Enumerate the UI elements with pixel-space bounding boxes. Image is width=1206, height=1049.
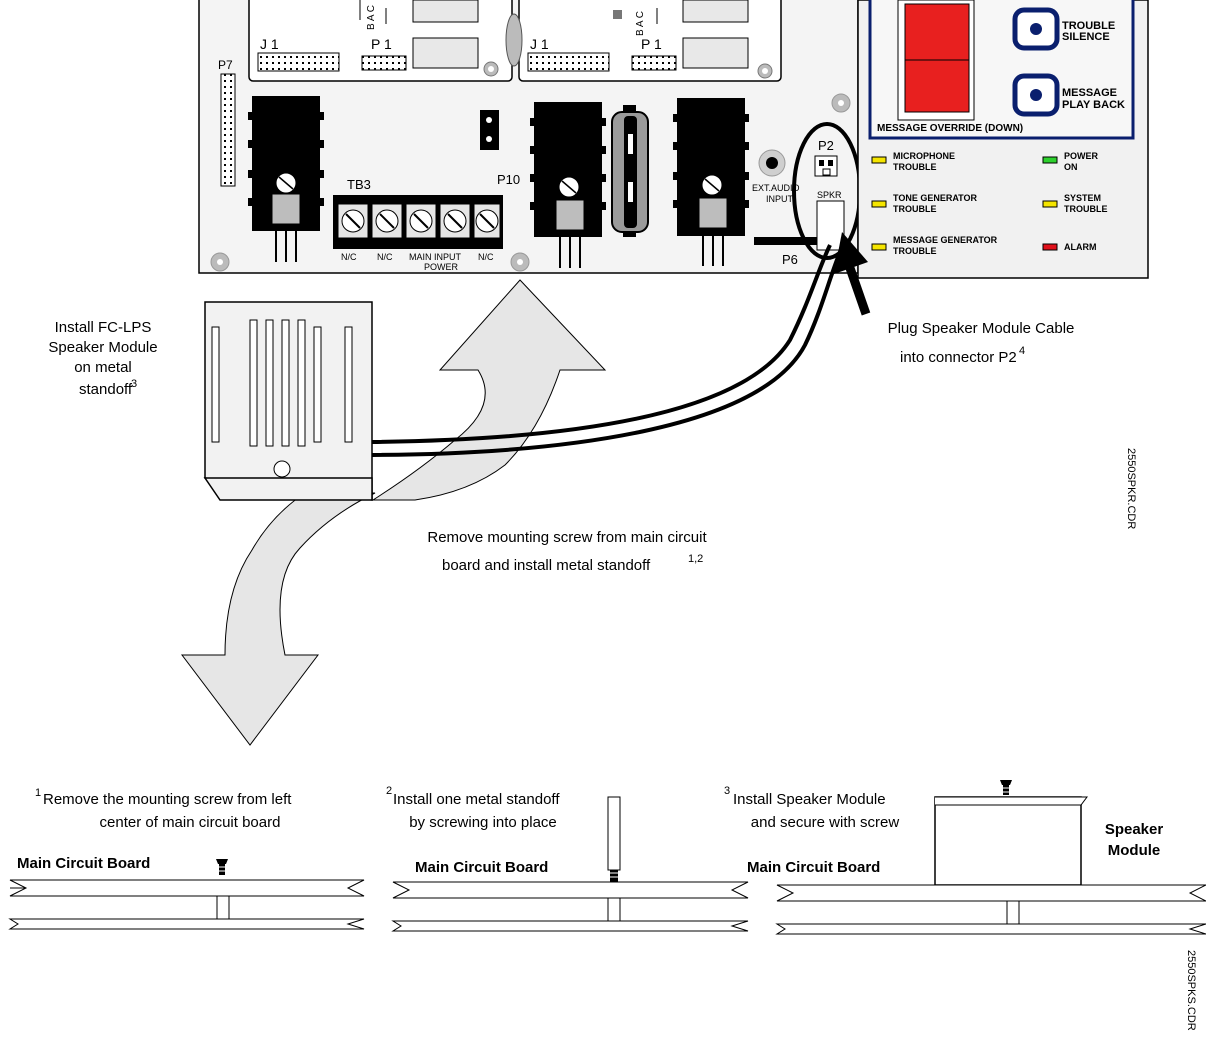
file-label-bottom: 2550SPKS.CDR (1185, 950, 1197, 1031)
install-module-line-1: Install FC-LPS (55, 319, 152, 336)
daughter-board-right: J 1 P 1 (518, 0, 782, 82)
install-module-line-2: Speaker Module (48, 339, 157, 356)
microphone-trouble-label-2: TROUBLE (893, 162, 937, 172)
remove-screw-caption: Remove mounting screw from main circuit … (427, 529, 707, 574)
p7-label: P7 (218, 58, 233, 72)
voltage-regulator-left (248, 96, 324, 262)
ext-audio-label: EXT.AUDIO (752, 183, 800, 193)
install-module-footnote: 3 (131, 378, 137, 390)
j1-left-label: J 1 (260, 36, 279, 52)
plug-cable-line-1: Plug Speaker Module Cable (888, 320, 1075, 337)
install-module-caption: Install FC-LPS Speaker Module on metal s… (48, 319, 157, 398)
tb3-label: TB3 (347, 177, 371, 192)
step-2-number: 2 (386, 785, 392, 797)
tone-generator-label-1: TONE GENERATOR (893, 193, 978, 203)
alarm-label: ALARM (1064, 242, 1097, 252)
speaker-module (203, 301, 373, 501)
p2-plug (816, 200, 845, 251)
step-1-number: 1 (35, 787, 41, 799)
tone-generator-label-2: TROUBLE (893, 204, 937, 214)
trouble-silence-label-1: TROUBLE (1062, 20, 1115, 32)
plug-cable-caption: Plug Speaker Module Cable into connector… (888, 320, 1075, 366)
step-1-board-label: Main Circuit Board (17, 855, 150, 872)
message-override-switch (904, 3, 970, 113)
step-3-line-2: and secure with screw (751, 814, 900, 831)
install-module-line-4: standoff (79, 381, 133, 398)
remove-screw-line-1: Remove mounting screw from main circuit (427, 529, 707, 546)
p10-label: P10 (497, 172, 520, 187)
install-module-line-3: on metal (74, 359, 132, 376)
p6-label: P6 (782, 252, 798, 267)
message-playback-label-1: MESSAGE (1062, 87, 1117, 99)
bac-left-label: B A C (366, 5, 377, 30)
remove-screw-footnote: 1,2 (688, 553, 703, 565)
message-override-label: MESSAGE OVERRIDE (DOWN) (877, 123, 1023, 134)
spkr-label: SPKR (817, 190, 842, 200)
power-on-label-2: ON (1064, 162, 1078, 172)
message-playback-label-2: PLAY BACK (1062, 99, 1125, 111)
system-trouble-label-2: TROUBLE (1064, 204, 1108, 214)
microphone-trouble-label-1: MICROPHONE (893, 151, 955, 161)
remove-screw-line-2: board and install metal standoff (442, 557, 651, 574)
tb3-nc-3: N/C (478, 252, 494, 262)
p7-connector (220, 73, 236, 187)
step-2-line-1: Install one metal standoff (393, 791, 560, 808)
message-generator-label-2: TROUBLE (893, 246, 937, 256)
step-3-module-label-1: Speaker (1105, 821, 1164, 838)
power-on-led (1042, 156, 1058, 164)
power-on-label-1: POWER (1064, 151, 1099, 161)
plug-cable-line-2: into connector P2 (900, 349, 1017, 366)
p2-pointer-arrow (834, 232, 871, 316)
message-generator-trouble-led (871, 243, 887, 251)
voltage-regulator-right (673, 98, 749, 266)
bac-right-label: B A C (635, 11, 646, 36)
tone-generator-trouble-led (871, 200, 887, 208)
input-label: INPUT (766, 194, 794, 204)
speaker-cable (371, 244, 832, 444)
downward-arrow (180, 492, 376, 746)
step-3-number: 3 (724, 785, 730, 797)
step-2-illustration: 2 Install one metal standoff by screwing… (386, 785, 749, 932)
ext-audio-jack (766, 157, 778, 169)
system-trouble-label-1: SYSTEM (1064, 193, 1101, 203)
p2-label: P2 (818, 138, 834, 153)
inductor (611, 105, 649, 237)
tb3-nc-1: N/C (341, 252, 357, 262)
tb3-power: POWER (424, 262, 459, 272)
file-label-top: 2550SPKR.CDR (1125, 448, 1137, 529)
step-3-illustration: 3 Install Speaker Module and secure with… (724, 780, 1206, 935)
jumper-header (480, 110, 499, 150)
main-circuit-board: J 1 P 1 J 1 P 1 P7 (198, 0, 862, 274)
step-3-board-label: Main Circuit Board (747, 859, 880, 876)
tb3-main-input: MAIN INPUT (409, 252, 462, 262)
voltage-regulator-middle (530, 102, 606, 268)
p1-right-label: P 1 (641, 36, 662, 52)
step-2-line-2: by screwing into place (409, 814, 557, 831)
front-panel: MESSAGE OVERRIDE (DOWN) TROUBLE SILENCE … (857, 0, 1149, 279)
step-3-module-label-2: Module (1108, 842, 1161, 859)
step-1-line-1: Remove the mounting screw from left (43, 791, 292, 808)
j1-right-label: J 1 (530, 36, 549, 52)
system-trouble-led (1042, 200, 1058, 208)
tb3-terminal-block: TB3 N/C N/C MAIN INPUT POWER N/C (333, 177, 503, 272)
trouble-silence-label-2: SILENCE (1062, 31, 1110, 43)
tb3-nc-2: N/C (377, 252, 393, 262)
step-3-line-1: Install Speaker Module (733, 791, 886, 808)
daughter-board-left: J 1 P 1 (248, 0, 513, 82)
step-1-illustration: 1 Remove the mounting screw from left ce… (8, 787, 365, 930)
upward-arrow (371, 279, 607, 501)
microphone-trouble-led (871, 156, 887, 164)
plug-cable-footnote: 4 (1019, 345, 1025, 357)
message-generator-label-1: MESSAGE GENERATOR (893, 235, 998, 245)
alarm-led (1042, 243, 1058, 251)
step-1-line-2: center of main circuit board (100, 814, 281, 831)
step-2-board-label: Main Circuit Board (415, 859, 548, 876)
p1-left-label: P 1 (371, 36, 392, 52)
